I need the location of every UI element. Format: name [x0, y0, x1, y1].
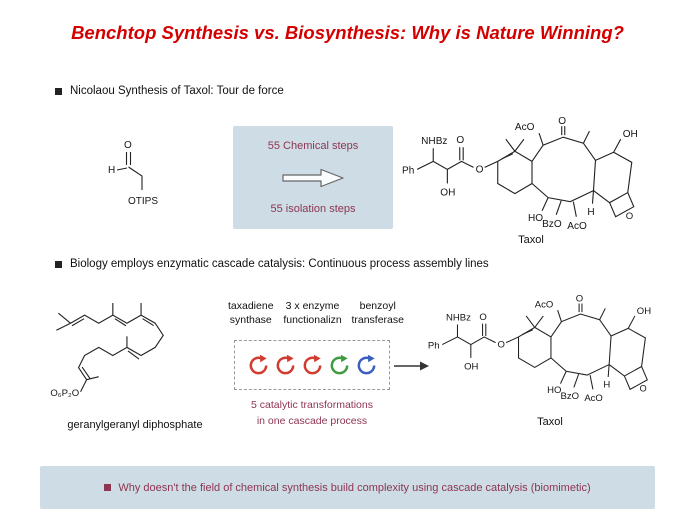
ggpp-structure: O₆P₂O — [50, 303, 164, 399]
taxol-caption-1: Taxol — [518, 234, 544, 246]
cascade-caption-line2: in one cascade process — [256, 415, 368, 428]
ggpp-bonds — [56, 303, 164, 393]
block-arrow-icon — [282, 168, 344, 187]
enzyme-label-line: 3 x enzyme — [285, 300, 340, 312]
slide-title: Benchtop Synthesis vs. Biosynthesis: Why… — [71, 22, 624, 43]
reactant-bonds — [116, 152, 143, 190]
enzyme-label-line: functionalizn — [283, 313, 342, 326]
ggpp-caption: geranylgeranyl diphosphate — [67, 419, 203, 431]
cycle-arrow-icon — [303, 354, 321, 374]
isolation-steps-text: 55 isolation steps — [270, 202, 356, 215]
taxol-structure-1 — [400, 116, 662, 247]
aldehyde-otips-structure: O H OTIPS — [108, 140, 158, 207]
section1-heading-text: Nicolaou Synthesis of Taxol: Tour de for… — [70, 85, 284, 97]
bottom-banner: Why doesn't the field of chemical synthe… — [40, 466, 655, 509]
bullet-square-icon — [55, 260, 62, 268]
enzyme-label-line: taxadiene — [228, 300, 274, 312]
enzyme-label-line: transferase — [351, 313, 404, 326]
section2-heading: Biology employs enzymatic cascade cataly… — [55, 258, 489, 270]
cascade-box — [234, 340, 390, 390]
enzyme-labels-row: taxadiene synthase 3 x enzyme functional… — [228, 300, 404, 327]
taxol-structure-2 — [426, 294, 674, 418]
enzyme-label-taxadiene-synthase: taxadiene synthase — [228, 300, 274, 327]
cycle-arrow-icon — [357, 354, 375, 374]
chemical-steps-text: 55 Chemical steps — [267, 140, 359, 153]
steps-box: 55 Chemical steps 55 isolation steps — [233, 126, 393, 229]
enzyme-label-line: benzoyl — [359, 300, 396, 312]
cascade-caption-line1: 5 catalytic transformations — [251, 399, 373, 411]
enzyme-label-line: synthase — [229, 313, 272, 326]
reactant-label-otips: OTIPS — [128, 196, 158, 207]
ggpp-label-diphosphate: O₆P₂O — [50, 388, 79, 399]
reactant-label-o: O — [124, 140, 132, 151]
cycle-arrow-icon — [249, 354, 267, 374]
bullet-square-icon — [104, 484, 112, 491]
cycle-arrow-icon — [330, 354, 348, 374]
bullet-square-icon — [55, 87, 62, 95]
reactant-label-h: H — [108, 165, 115, 176]
enzyme-label-benzoyl-transferase: benzoyl transferase — [351, 300, 404, 327]
banner-text: Why doesn't the field of chemical synthe… — [118, 481, 591, 494]
cycle-arrow-icon — [276, 354, 294, 374]
taxol-caption-2: Taxol — [537, 416, 563, 428]
cascade-caption: 5 catalytic transformations in one casca… — [216, 397, 408, 430]
section2-heading-text: Biology employs enzymatic cascade cataly… — [70, 258, 489, 270]
right-arrow-icon — [394, 361, 429, 371]
section1-heading: Nicolaou Synthesis of Taxol: Tour de for… — [55, 85, 284, 97]
enzyme-label-functionalization: 3 x enzyme functionalizn — [283, 300, 341, 327]
